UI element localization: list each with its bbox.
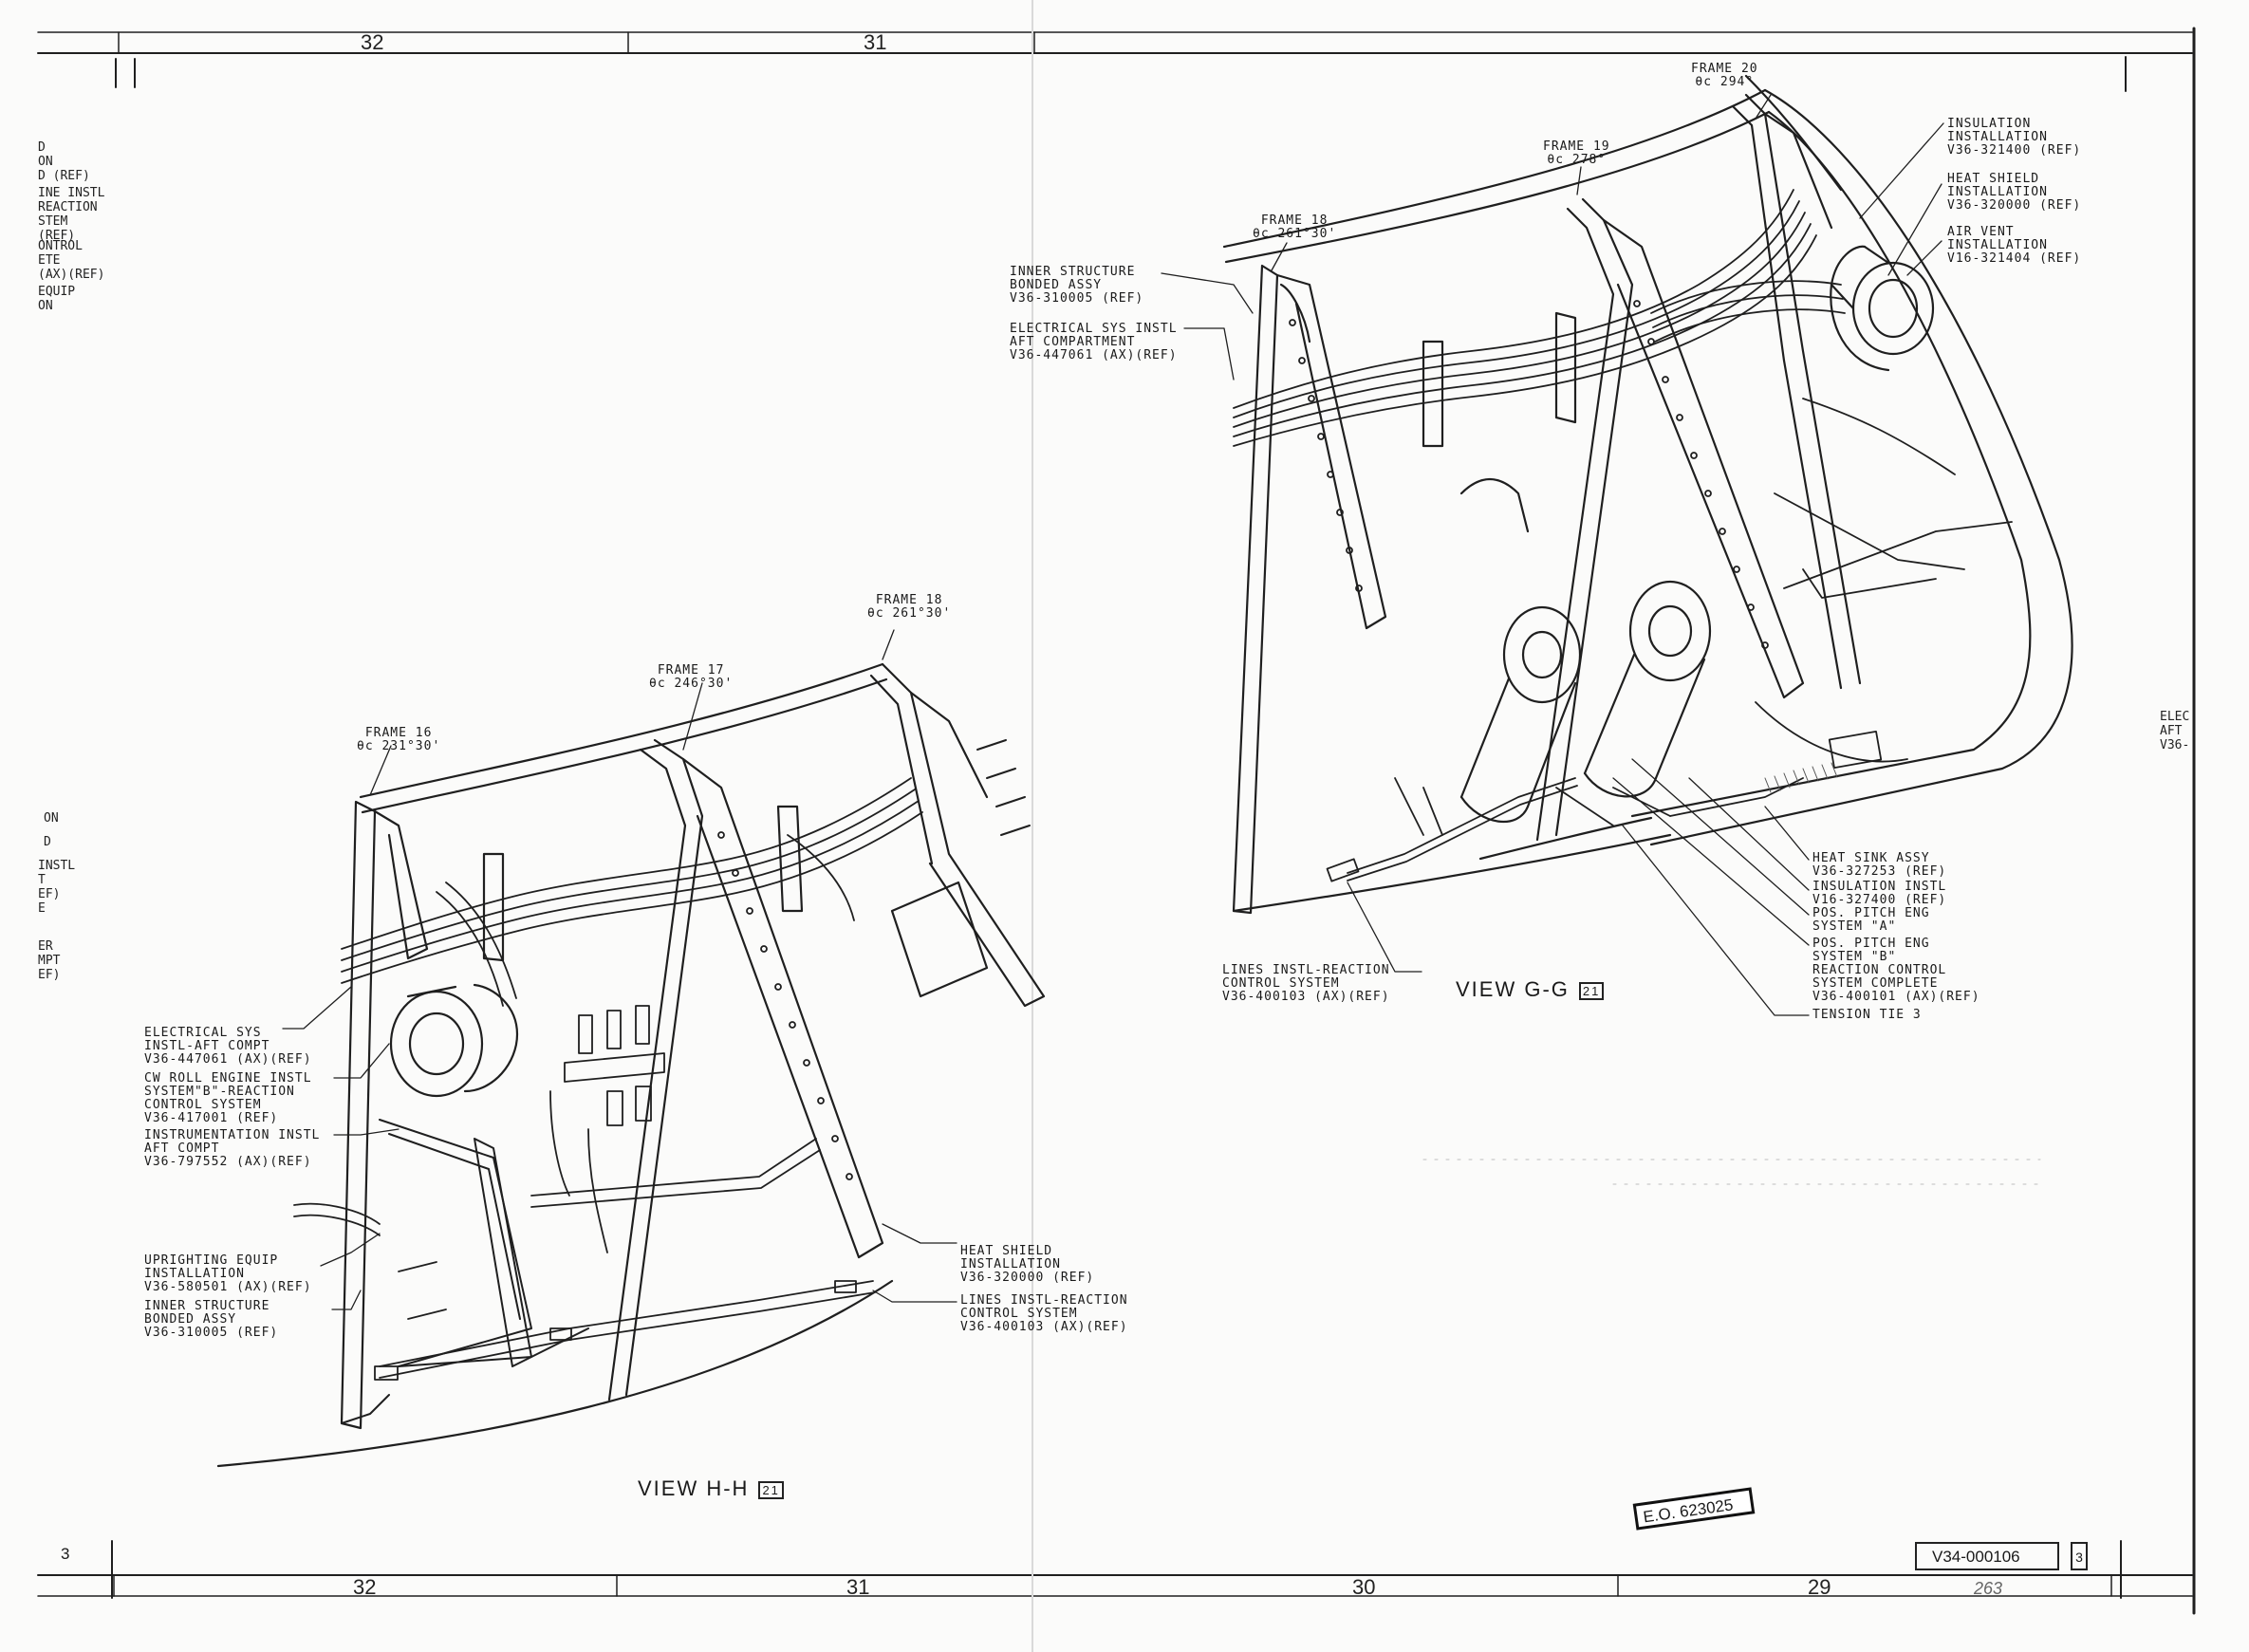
left-edge-fragment-6: D bbox=[44, 835, 51, 849]
view-hh-art bbox=[216, 662, 1046, 1468]
left-edge-fragment-4: EQUIP ON bbox=[38, 285, 76, 313]
hh-callout-uprighting-equip: UPRIGHTING EQUIP INSTALLATION V36-580501… bbox=[144, 1253, 312, 1294]
hh-callout-instrumentation: INSTRUMENTATION INSTL AFT COMPT V36-7975… bbox=[144, 1128, 321, 1169]
left-edge-fragment-5: ON bbox=[44, 811, 59, 826]
zone-strip-top bbox=[37, 31, 2193, 54]
gg-callout-reaction-control: REACTION CONTROL SYSTEM COMPLETE V36-400… bbox=[1812, 963, 1980, 1004]
hh-frame-17-label: FRAME 17 θc 246°30' bbox=[649, 663, 734, 691]
hh-callout-cw-roll-engine: CW ROLL ENGINE INSTL SYSTEM"B"-REACTION … bbox=[144, 1071, 312, 1125]
left-edge-fragment-2: INE INSTL REACTION STEM (REF) bbox=[38, 186, 105, 243]
gg-callout-electrical-sys: ELECTRICAL SYS INSTL AFT COMPARTMENT V36… bbox=[1010, 322, 1178, 362]
sheet-number: 263 bbox=[1974, 1579, 2003, 1598]
gg-callout-tension-tie: TENSION TIE 3 bbox=[1812, 1008, 1922, 1022]
hh-frame-18-label: FRAME 18 θc 261°30' bbox=[867, 593, 952, 621]
zone-bottom-30: 30 bbox=[1352, 1575, 1376, 1599]
view-hh-leaders bbox=[282, 629, 957, 1310]
zone-bottom-32: 32 bbox=[353, 1575, 377, 1599]
hh-frame-16-label: FRAME 16 θc 231°30' bbox=[357, 726, 441, 753]
view-gg-sheet-ref: 21 bbox=[1578, 981, 1605, 1000]
revision-box: 3 bbox=[2071, 1542, 2088, 1570]
gg-callout-heat-shield: HEAT SHIELD INSTALLATION V36-320000 (REF… bbox=[1947, 172, 2082, 213]
gg-frame-19-label: FRAME 19 θc 278° bbox=[1543, 139, 1610, 167]
gg-callout-air-vent: AIR VENT INSTALLATION V16-321404 (REF) bbox=[1947, 225, 2082, 266]
gg-frame-18-label: FRAME 18 θc 261°30' bbox=[1253, 213, 1337, 241]
zone-bottom-29: 29 bbox=[1808, 1575, 1831, 1599]
gg-callout-inner-structure: INNER STRUCTURE BONDED ASSY V36-310005 (… bbox=[1010, 265, 1144, 306]
left-edge-fragment-1: D ON D (REF) bbox=[38, 140, 90, 183]
view-gg-art bbox=[1222, 74, 2073, 915]
gg-callout-lines-instl: LINES INSTL-REACTION CONTROL SYSTEM V36-… bbox=[1222, 963, 1390, 1004]
gg-frame-20-label: FRAME 20 θc 294° bbox=[1691, 62, 1758, 89]
zone-top-32: 32 bbox=[361, 30, 384, 54]
right-edge-fragment: ELEC AFT V36- bbox=[2160, 710, 2190, 752]
view-hh-sheet-ref: 21 bbox=[758, 1480, 784, 1499]
gg-callout-pitch-eng-b: POS. PITCH ENG SYSTEM "B" bbox=[1812, 937, 1930, 964]
left-edge-fragment-7: INSTL T EF) E bbox=[38, 859, 76, 916]
sheet-border bbox=[37, 27, 2196, 1615]
hh-callout-inner-structure: INNER STRUCTURE BONDED ASSY V36-310005 (… bbox=[144, 1299, 279, 1340]
gg-callout-insulation-instl: INSULATION INSTL V16-327400 (REF) bbox=[1812, 880, 1947, 907]
left-edge-fragment-3: ONTROL ETE (AX)(REF) bbox=[38, 239, 105, 282]
drawing-number: V34-000106 bbox=[1915, 1542, 2059, 1570]
hh-callout-lines-instl: LINES INSTL-REACTION CONTROL SYSTEM V36-… bbox=[960, 1293, 1128, 1334]
hh-callout-electrical-sys: ELECTRICAL SYS INSTL-AFT COMPT V36-44706… bbox=[144, 1026, 312, 1067]
zone-top-31: 31 bbox=[864, 30, 887, 54]
view-gg-leaders bbox=[1161, 94, 1944, 1016]
zone-strip-bottom bbox=[37, 1574, 2193, 1597]
left-edge-fragment-8: ER MPT EF) bbox=[38, 939, 61, 982]
zone-bottom-31: 31 bbox=[846, 1575, 870, 1599]
lower-left-number: 3 bbox=[61, 1545, 70, 1563]
gg-callout-pitch-eng-a: POS. PITCH ENG SYSTEM "A" bbox=[1812, 906, 1930, 934]
gg-callout-heat-sink: HEAT SINK ASSY V36-327253 (REF) bbox=[1812, 851, 1947, 879]
gg-callout-insulation: INSULATION INSTALLATION V36-321400 (REF) bbox=[1947, 117, 2082, 158]
hh-callout-heat-shield: HEAT SHIELD INSTALLATION V36-320000 (REF… bbox=[960, 1244, 1095, 1285]
